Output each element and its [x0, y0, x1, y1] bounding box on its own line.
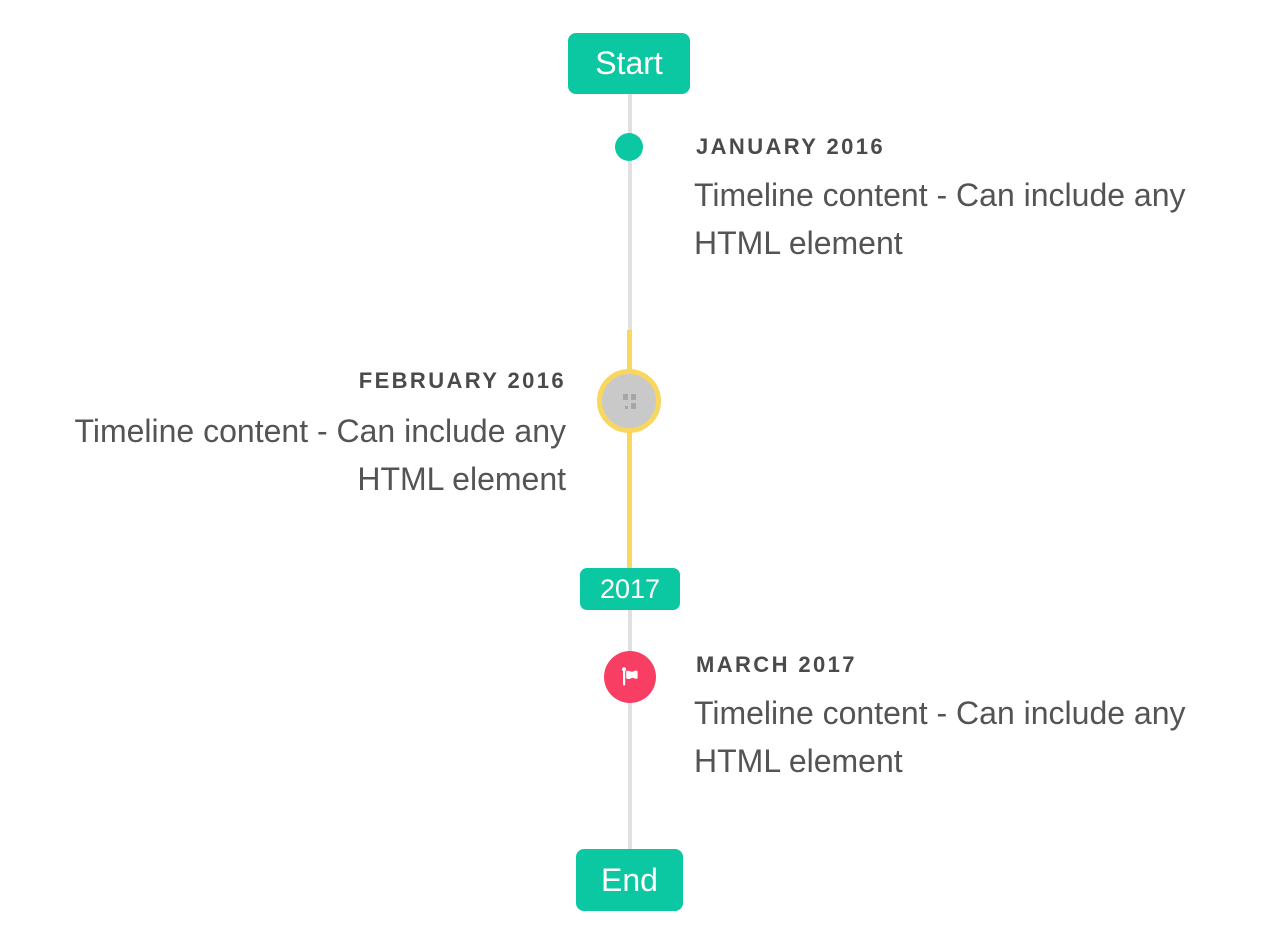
timeline-marker-dot — [615, 133, 643, 161]
item-content-february-2016: Timeline content - Can include any HTML … — [74, 413, 566, 497]
item-title-january-2016: JANUARY 2016 — [696, 134, 885, 159]
timeline-line-highlight — [627, 330, 632, 568]
item-content-march-2017: Timeline content - Can include any HTML … — [694, 695, 1186, 779]
item-content-january-2016: Timeline content - Can include any HTML … — [694, 177, 1186, 261]
timeline-marker-image-circle — [597, 369, 661, 433]
timeline-marker-flag-circle — [604, 651, 656, 703]
item-title-february-2016: FEBRUARY 2016 — [358, 368, 566, 393]
broken-image-icon — [622, 393, 636, 409]
flag-icon — [622, 667, 638, 686]
timeline-start-badge: Start — [568, 33, 690, 94]
timeline-end-badge: End — [576, 849, 683, 911]
item-title-march-2017: MARCH 2017 — [696, 652, 857, 677]
timeline-year-badge: 2017 — [580, 568, 680, 610]
